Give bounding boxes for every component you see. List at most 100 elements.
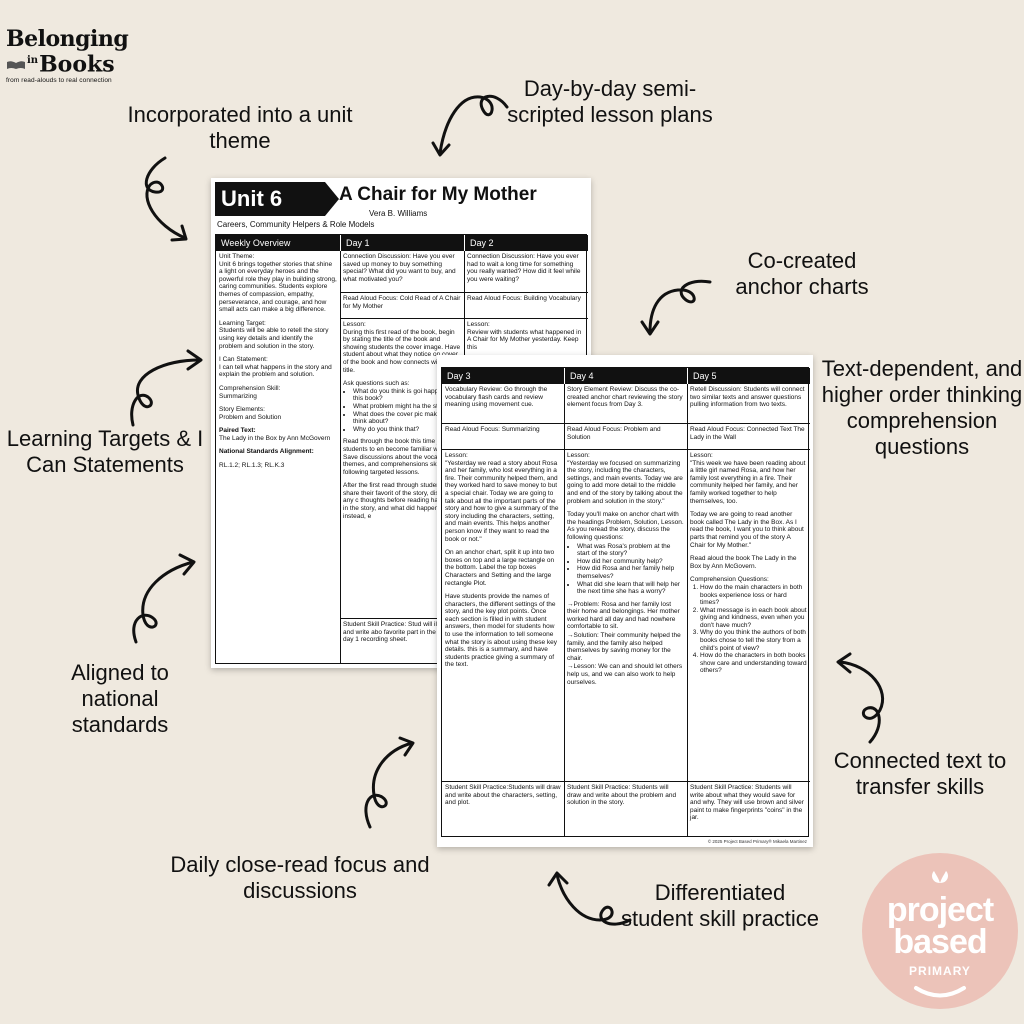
day5-question: How do the main characters in both books…	[700, 584, 807, 607]
elements-text: Problem and Solution	[219, 413, 282, 421]
page2-table: Day 3 Day 4 Day 5 Vocabulary Review: Go …	[441, 367, 810, 837]
logo-tagline: from read-alouds to real connection	[6, 77, 112, 85]
unit-subtitle: Careers, Community Helpers & Role Models	[217, 220, 375, 229]
day4-question: How did her community help?	[577, 558, 684, 566]
day4-para: "Yesterday we focused on summarizing the…	[567, 459, 683, 505]
logo-line1: Belonging	[6, 26, 129, 52]
day1-lesson: Lesson:During this first read of the boo…	[340, 319, 465, 619]
unit-label: Unit 6	[215, 182, 339, 216]
sprout-icon	[932, 871, 948, 883]
logo-books: Books	[39, 51, 115, 78]
callout-connected-text: Connected text to transfer skills	[833, 748, 1007, 799]
day1-focus: Read Aloud Focus: Cold Read of A Chair f…	[340, 293, 465, 319]
day3-para: On an anchor chart, split it up into two…	[445, 549, 555, 587]
badge-line3: PRIMARY	[909, 964, 971, 978]
day2-connection: Connection Discussion: Have you ever had…	[464, 251, 588, 293]
curly-arrow-icon	[547, 871, 632, 926]
header-day2: Day 2	[464, 235, 588, 251]
elements-label: Story Elements:	[219, 406, 265, 414]
paired-text: The Lady in the Box by Ann McGovern	[219, 434, 331, 442]
curly-arrow-icon	[132, 553, 196, 644]
day1-lesson-label: Lesson:	[343, 321, 366, 328]
header-weekly-overview: Weekly Overview	[216, 235, 340, 251]
curly-arrow-icon	[144, 156, 188, 242]
target-text: Students will be able to retell the stor…	[219, 327, 329, 350]
day3-lesson: Lesson: "Yesterday we read a story about…	[442, 450, 565, 782]
day1-ask: Ask questions such as:	[343, 380, 410, 388]
day3-focus: Read Aloud Focus: Summarizing	[442, 424, 565, 450]
lesson-plan-page-2: Day 3 Day 4 Day 5 Vocabulary Review: Go …	[437, 355, 813, 847]
ican-text: I can tell what happens in the story and…	[219, 363, 332, 379]
day3-practice: Student Skill Practice:Students will dra…	[442, 782, 565, 837]
header-day4: Day 4	[564, 368, 687, 384]
logo-in: in	[27, 55, 39, 66]
standards-label: National Standards Alignment:	[219, 448, 314, 456]
day4-lesson: Lesson: "Yesterday we focused on summari…	[564, 450, 688, 782]
paired-label: Paired Text:	[219, 427, 256, 435]
day4-focus: Read Aloud Focus: Problem and Solution	[564, 424, 688, 450]
curly-arrow-icon	[130, 349, 203, 427]
badge-line2: based	[893, 923, 987, 961]
skill-text: Summarizing	[219, 392, 257, 400]
weekly-overview-cell: Unit Theme:Unit 6 brings together storie…	[216, 251, 341, 664]
day3-para: "Yesterday we read a story about Rosa an…	[445, 459, 559, 543]
day5-question: Why do you think the authors of both boo…	[700, 629, 807, 652]
day5-para: Read aloud the book The Lady in the Box …	[690, 555, 797, 570]
day5-review: Retell Discussion: Students will connect…	[687, 384, 810, 424]
callout-lesson-plans: Day-by-day semi-scripted lesson plans	[507, 76, 713, 127]
day5-lesson-label: Lesson:	[690, 452, 713, 459]
ican-label: I Can Statement:	[219, 356, 268, 364]
skill-label: Comprehension Skill:	[219, 384, 281, 392]
day5-question: How do the characters in both books show…	[700, 652, 807, 675]
day5-para: Today we are going to read another book …	[690, 511, 804, 549]
day4-practice: Student Skill Practice: Students will dr…	[564, 782, 688, 837]
logo-line2: inBooks	[6, 50, 146, 75]
day5-focus: Read Aloud Focus: Connected Text The Lad…	[687, 424, 810, 450]
day4-para: Today you'll make on anchor chart with t…	[567, 511, 684, 541]
day3-review: Vocabulary Review: Go through the vocabu…	[442, 384, 565, 424]
day1-question: What does the cover pic make you think a…	[353, 411, 461, 426]
callout-anchor-charts: Co-created anchor charts	[735, 248, 869, 299]
callout-close-read: Daily close-read focus and discussions	[170, 852, 430, 903]
callout-text-dependent: Text-dependent, and higher order thinkin…	[821, 356, 1023, 459]
book-author: Vera B. Williams	[369, 209, 428, 218]
day4-para: →Lesson: We can and should let others he…	[567, 663, 683, 686]
curly-arrow-icon	[836, 652, 885, 744]
day2-focus: Read Aloud Focus: Building Vocabulary	[464, 293, 588, 319]
curly-arrow-icon	[431, 95, 509, 157]
header-day5: Day 5	[687, 368, 810, 384]
header-day1: Day 1	[340, 235, 464, 251]
day5-cq-label: Comprehension Questions:	[690, 576, 769, 584]
day4-lesson-label: Lesson:	[567, 452, 590, 459]
callout-differentiated: Differentiated student skill practice	[620, 880, 820, 931]
day4-question: How did Rosa and her family help themsel…	[577, 565, 684, 580]
day4-review: Story Element Review: Discuss the co-cre…	[564, 384, 688, 424]
header-day3: Day 3	[442, 368, 564, 384]
day3-para: Have students provide the names of chara…	[445, 593, 558, 669]
day5-question: What message is in each book about givin…	[700, 607, 807, 630]
belonging-in-books-logo: Belonging inBooks from read-alouds to re…	[6, 28, 146, 84]
day1-connection: Connection Discussion: Have you ever sav…	[340, 251, 465, 293]
project-based-primary-logo: project based PRIMARY	[862, 853, 1018, 1009]
target-label: Learning Target:	[219, 319, 266, 327]
day5-practice: Student Skill Practice: Students will wr…	[690, 784, 804, 822]
theme-label: Unit Theme:	[219, 253, 255, 260]
book-title: A Chair for My Mother	[339, 184, 537, 205]
callout-learning-targets: Learning Targets & I Can Statements	[6, 426, 204, 477]
curly-arrow-icon	[640, 279, 712, 336]
badge-line1: project	[886, 891, 994, 929]
day5-lesson: Lesson: "This week we have been reading …	[687, 450, 810, 782]
smile-icon	[914, 986, 966, 998]
day2-lesson-label: Lesson:	[467, 321, 490, 328]
copyright: © 2025 Project Based Primary® Mikaela Ma…	[707, 839, 807, 844]
open-book-icon	[7, 61, 25, 70]
day4-question: What did she learn that will help her th…	[577, 581, 684, 596]
day1-question: What problem might ha the story?	[353, 403, 461, 411]
callout-standards: Aligned to national standards	[71, 660, 169, 737]
day4-para: →Problem: Rosa and her family lost their…	[567, 600, 680, 631]
theme-text: Unit 6 brings together stories that shin…	[219, 260, 337, 314]
day1-question: Why do you think that?	[353, 426, 461, 434]
day1-para2: Read through the book this time just for…	[343, 438, 461, 476]
day1-para3: After the first read through students sh…	[343, 482, 460, 520]
day1-lesson-text: During this first read of the book, begi…	[343, 328, 461, 374]
